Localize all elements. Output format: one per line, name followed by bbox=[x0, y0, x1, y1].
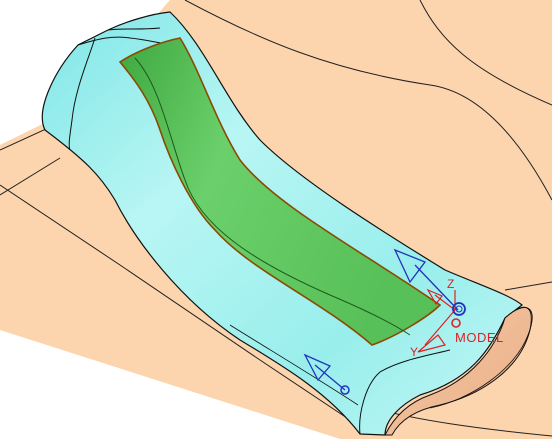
model-csys-label: MODEL bbox=[455, 330, 504, 345]
pipe-bore-opening[interactable] bbox=[384, 306, 533, 436]
y-axis-label: Y bbox=[410, 345, 418, 359]
selected-face[interactable] bbox=[118, 37, 442, 346]
surface-normal-arrow-icon[interactable] bbox=[303, 353, 350, 395]
z-axis-label: Z bbox=[447, 277, 454, 291]
csys-triad-icon[interactable] bbox=[393, 248, 459, 353]
selection-circle-icon[interactable] bbox=[451, 302, 466, 328]
